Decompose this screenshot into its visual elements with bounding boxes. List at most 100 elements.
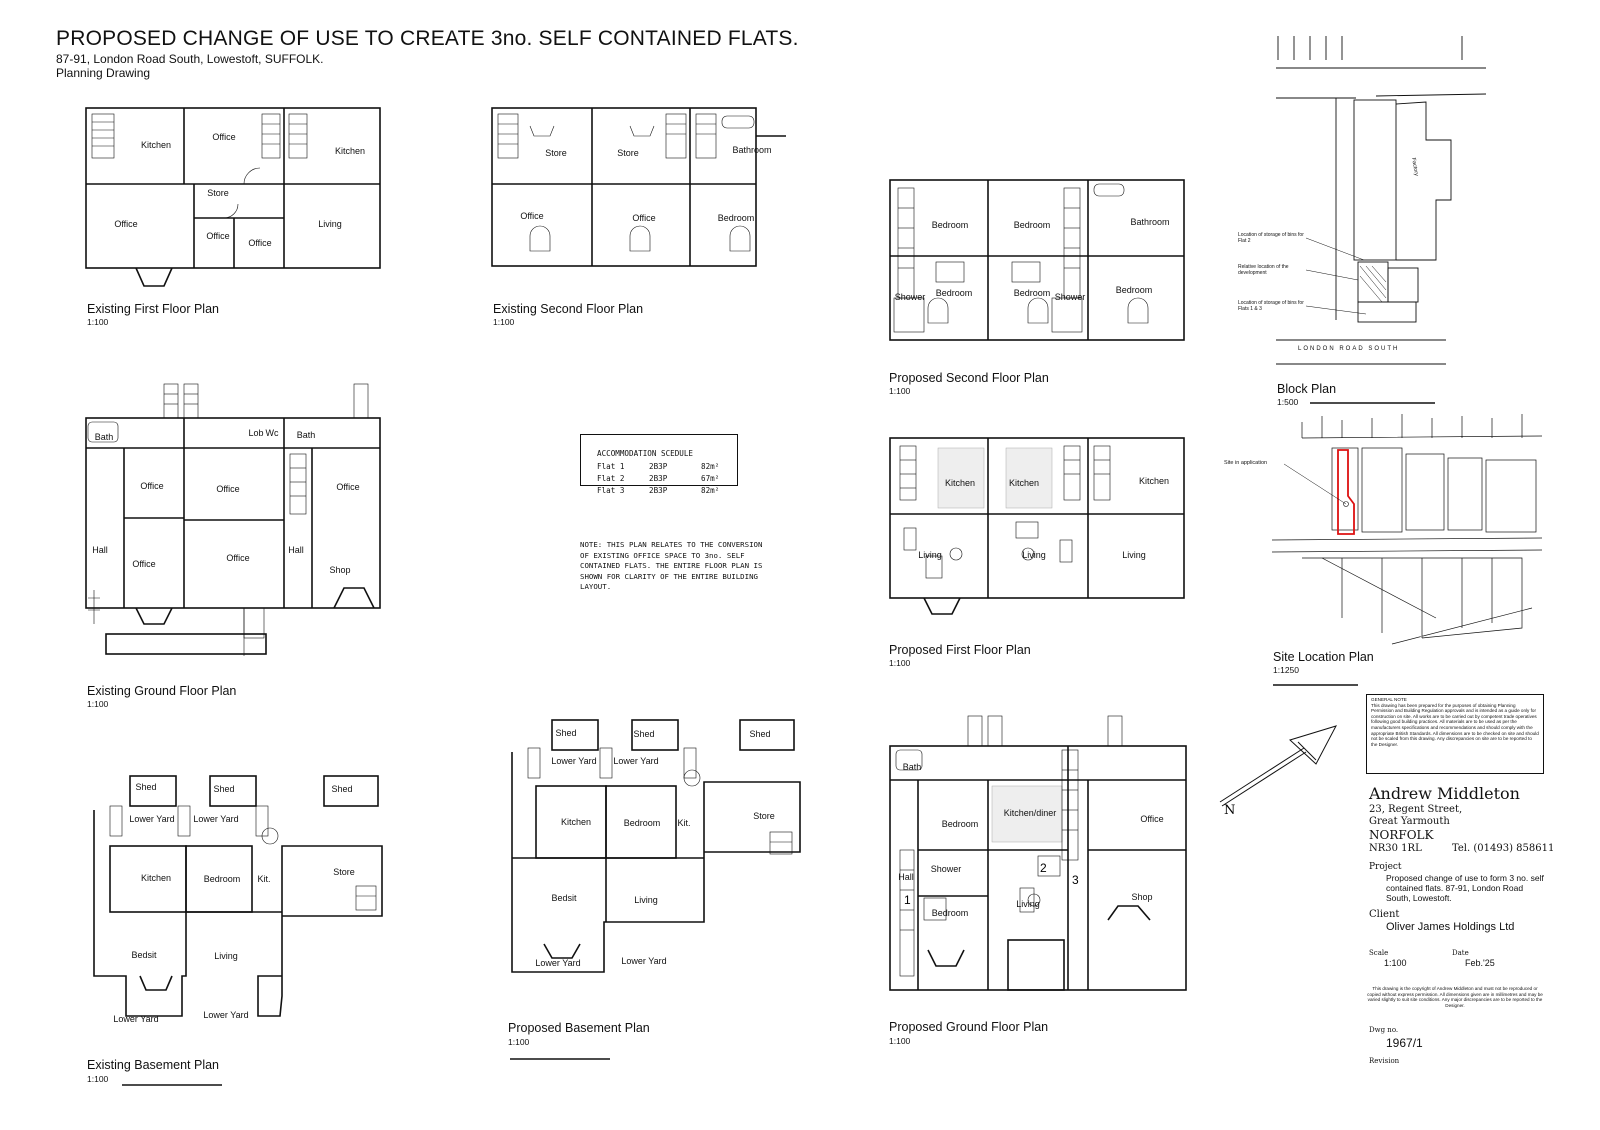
client-name: Oliver James Holdings Ltd xyxy=(1386,921,1515,933)
scale-label: Scale xyxy=(1369,949,1389,957)
room-label: Bathroom xyxy=(732,145,771,155)
room-label: Shed xyxy=(135,782,156,792)
room-label: Hall xyxy=(898,872,914,882)
plan-title: Existing Ground Floor Plan xyxy=(87,684,237,698)
room-label: Shed xyxy=(213,784,234,794)
room-label: Office xyxy=(132,559,155,569)
plan-scale: 1:500 xyxy=(1277,397,1299,407)
proposed-basement-plan: Shed Shed Shed Lower Yard Lower Yard Kit… xyxy=(511,719,801,973)
room-label: Store xyxy=(333,867,355,877)
north-label: N xyxy=(1224,803,1235,818)
existing-ground-floor-plan: Bath Lob Wc Bath Office Office Office Ha… xyxy=(85,383,381,656)
room-label: Office xyxy=(226,553,249,563)
room-label: Office xyxy=(1140,814,1163,824)
proposed-second-floor-plan: Bedroom Bedroom Bathroom Bedroom Bedroom… xyxy=(889,179,1185,341)
project-label: Project xyxy=(1369,862,1402,872)
general-note-heading: GENERAL NOTE xyxy=(1371,697,1407,702)
general-note: GENERAL NOTE This drawing has been prepa… xyxy=(1366,694,1544,774)
room-label: Living xyxy=(214,951,238,961)
designer-county: NORFOLK xyxy=(1369,828,1434,842)
room-label: Shed xyxy=(331,784,352,794)
room-label: Bedroom xyxy=(1116,285,1153,295)
conversion-note: NOTE: THIS PLAN RELATES TO THE CONVERSIO… xyxy=(580,540,763,591)
room-label: Store xyxy=(753,811,775,821)
room-label: Bedroom xyxy=(932,908,969,918)
plan-title: Existing Basement Plan xyxy=(87,1058,220,1072)
room-label: Living xyxy=(918,550,942,560)
road-label: LONDON ROAD SOUTH xyxy=(1298,346,1399,352)
room-label: Bath xyxy=(297,430,316,440)
room-label: Wc xyxy=(266,428,279,438)
room-label: Office xyxy=(336,482,359,492)
existing-basement-plan: Shed Shed Shed Lower Yard Lower Yard Kit… xyxy=(93,775,383,1024)
room-label: Shower xyxy=(1055,292,1086,302)
room-label: Lower Yard xyxy=(203,1010,248,1020)
room-label: Kitchen xyxy=(335,146,365,156)
scale-bar xyxy=(122,1084,222,1086)
designer-address: Great Yarmouth xyxy=(1369,816,1450,827)
room-label: Kitchen xyxy=(141,873,171,883)
room-label: Kitchen xyxy=(1009,478,1039,488)
room-label: Bedroom xyxy=(718,213,755,223)
sheet-type: Planning Drawing xyxy=(56,66,151,80)
room-label: Shop xyxy=(329,565,350,575)
factory-label: Factory xyxy=(1410,157,1419,176)
room-label: Kit. xyxy=(677,818,690,828)
scale-bar xyxy=(510,1058,610,1060)
plan-scale: 1:100 xyxy=(508,1037,530,1047)
plan-title: Proposed Ground Floor Plan xyxy=(889,1020,1049,1034)
room-label: Shed xyxy=(555,728,576,738)
room-label: Bedroom xyxy=(204,874,241,884)
drawing-title: PROPOSED CHANGE OF USE TO CREATE 3no. SE… xyxy=(56,27,799,50)
bin-store-note: Location of storage of bins for Flats 1 … xyxy=(1238,300,1304,312)
room-label: Kit. xyxy=(257,874,270,884)
room-label: Lower Yard xyxy=(621,956,666,966)
proposed-first-floor-plan: Kitchen Kitchen Kitchen Living Living Li… xyxy=(889,437,1185,615)
plan-scale: 1:100 xyxy=(87,1074,109,1084)
room-label: Office xyxy=(212,132,235,142)
general-note-body: This drawing has been prepared for the p… xyxy=(1371,702,1539,747)
room-label: Hall xyxy=(92,545,108,555)
drawing-scale: 1:100 xyxy=(1384,958,1407,968)
room-label: Bedsit xyxy=(551,893,577,903)
room-label: Lob xyxy=(248,428,263,438)
room-label: Lower Yard xyxy=(551,756,596,766)
scale-bar xyxy=(1310,402,1435,404)
site-label: Site in application xyxy=(1224,460,1267,466)
room-label: Office xyxy=(206,231,229,241)
room-label: Bathroom xyxy=(1130,217,1169,227)
room-label: Bedsit xyxy=(131,950,157,960)
room-label: Shed xyxy=(749,729,770,739)
plan-scale: 1:100 xyxy=(87,699,109,709)
room-label: Living xyxy=(1122,550,1146,560)
room-label: Bath xyxy=(903,762,922,772)
proposed-ground-floor-plan: Bath Bedroom Kitchen/diner Office Shower… xyxy=(889,715,1187,991)
room-label: Living xyxy=(1016,899,1040,909)
room-label: Living xyxy=(318,219,342,229)
plan-title: Proposed Second Floor Plan xyxy=(889,371,1049,385)
room-label: Lower Yard xyxy=(535,958,580,968)
room-label: Shed xyxy=(633,729,654,739)
room-label: Store xyxy=(207,188,229,198)
copyright-note: This drawing is the copyright of Andrew … xyxy=(1367,986,1543,1008)
room-label: Bedroom xyxy=(624,818,661,828)
flat-number: 2 xyxy=(1040,861,1047,875)
room-label: Shower xyxy=(895,292,926,302)
room-label: Shop xyxy=(1131,892,1152,902)
north-arrow-icon: N xyxy=(1219,725,1338,818)
room-label: Bedroom xyxy=(936,288,973,298)
room-label: Bedroom xyxy=(1014,220,1051,230)
development-note: Relative location of the development xyxy=(1238,264,1289,276)
room-label: Kitchen xyxy=(141,140,171,150)
plan-scale: 1:100 xyxy=(889,1036,911,1046)
room-label: Bath xyxy=(95,432,114,442)
room-label: Office xyxy=(114,219,137,229)
site-address: 87-91, London Road South, Lowestoft, SUF… xyxy=(56,52,324,66)
drawing-number: 1967/1 xyxy=(1386,1036,1423,1050)
room-label: Kitchen xyxy=(561,817,591,827)
plan-title: Existing Second Floor Plan xyxy=(493,302,644,316)
